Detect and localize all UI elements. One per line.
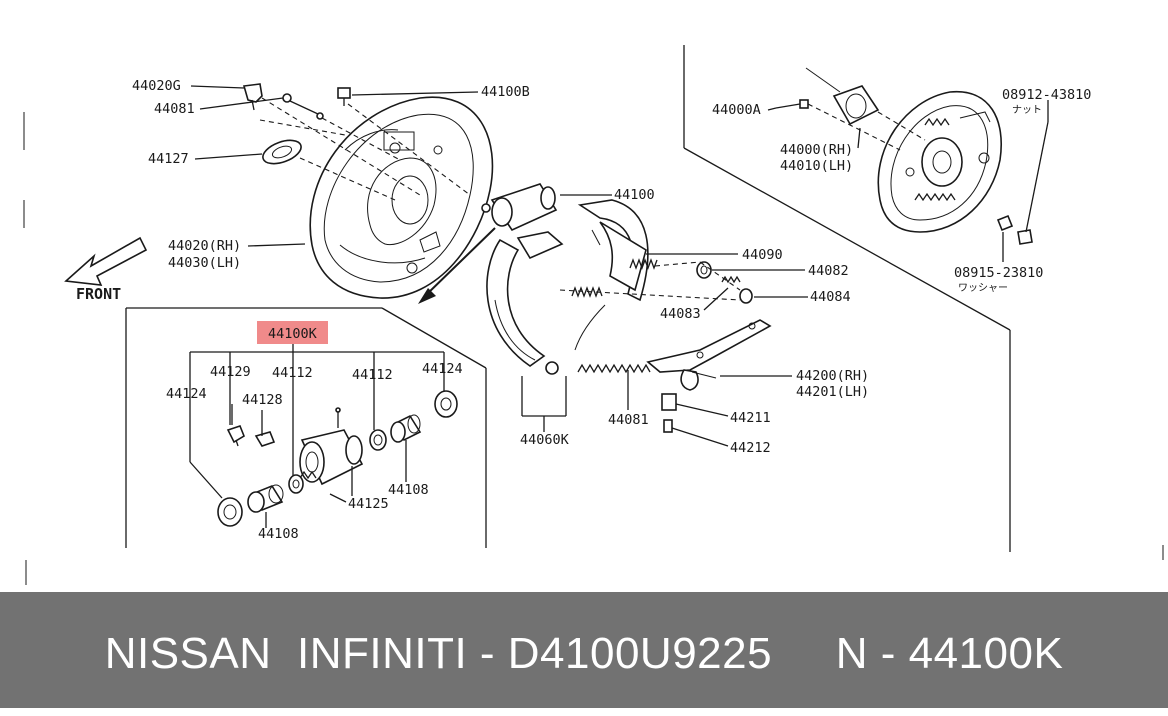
bolt-44000a [775,99,809,109]
washer-08915 [996,214,1014,232]
cylinder-body-44125 [299,407,364,486]
assembled-drum-brake [877,90,1002,233]
label-08915: 08915-23810 [954,265,1043,281]
parking-lever-44200 [646,319,772,391]
label-44090: 44090 [742,247,783,263]
spring-44090 [629,258,658,270]
flange-plate-44000 [805,67,880,126]
bleeder-44100b [337,87,351,106]
label-08912-sub: ナット [1012,104,1042,116]
label-44020: 44020(RH) [168,238,241,254]
label-44125: 44125 [348,496,389,512]
label-44010: 44010(LH) [780,158,853,174]
label-08915-sub: ワッシャー [958,283,1008,294]
label-44100k: 44100K [268,326,318,342]
spring-upper [571,286,603,298]
front-label: FRONT [76,285,121,303]
pin-44212 [663,419,673,433]
piston-44108-right [390,414,422,443]
cylinder-arrow [418,227,496,304]
label-44000a: 44000A [712,102,761,118]
retainer-44084 [739,288,753,304]
label-44124-left: 44124 [166,386,207,402]
label-44081: 44081 [154,101,195,117]
label-44081-lower: 44081 [608,412,649,428]
leader-lines [190,85,1049,528]
spring-44083 [721,275,741,284]
footer-part-number: NISSAN INFINITI - D4100U9225 N - 44100K [104,629,1064,678]
label-44129: 44129 [210,364,251,380]
backing-plate [309,96,494,299]
spring-inner [299,470,317,480]
label-44200: 44200(RH) [796,368,869,384]
label-08912: 08912-43810 [1002,87,1091,103]
nut-08912 [1017,229,1033,245]
label-44127: 44127 [148,151,189,167]
label-44124-right: 44124 [422,361,463,377]
label-44108-left: 44108 [258,526,299,542]
brake-shoes-44060k [486,199,649,375]
exploded-parts-diagram: FRONT [23,45,1164,585]
label-44030: 44030(LH) [168,255,241,271]
label-44112-right: 44112 [352,367,393,383]
label-44201: 44201(LH) [796,384,869,400]
label-44128: 44128 [242,392,283,408]
guide-44211 [661,393,677,411]
front-arrow: FRONT [64,236,148,303]
label-44083: 44083 [660,306,701,322]
cover-44127 [262,139,302,165]
label-44084: 44084 [810,289,851,305]
bolt-44020g [242,83,263,111]
cap-44128 [254,431,276,447]
cup-44112-left [288,474,304,494]
label-44212: 44212 [730,440,771,456]
label-44060k: 44060K [520,432,570,448]
label-44112-left: 44112 [272,365,313,381]
pin-44081 [282,93,324,120]
bleeder-screw-44129 [226,425,245,447]
wheel-cylinder-44100 [481,183,558,232]
label-44082: 44082 [808,263,849,279]
label-44108-right: 44108 [388,482,429,498]
label-44020g: 44020G [132,78,181,94]
label-44100: 44100 [614,187,655,203]
footer-banner: NISSAN INFINITI - D4100U9225 N - 44100K [0,592,1168,708]
boot-44124-left [217,497,243,527]
highlight-44100k [257,321,328,344]
piston-44108-left [247,484,284,513]
label-44211: 44211 [730,410,771,426]
spring-44081-lower [577,363,651,374]
cup-44112-right [369,429,387,451]
label-44100b: 44100B [481,84,530,100]
label-44000: 44000(RH) [780,142,853,158]
boot-44124-right [434,390,458,418]
cylinder-panel-frame [125,307,487,548]
